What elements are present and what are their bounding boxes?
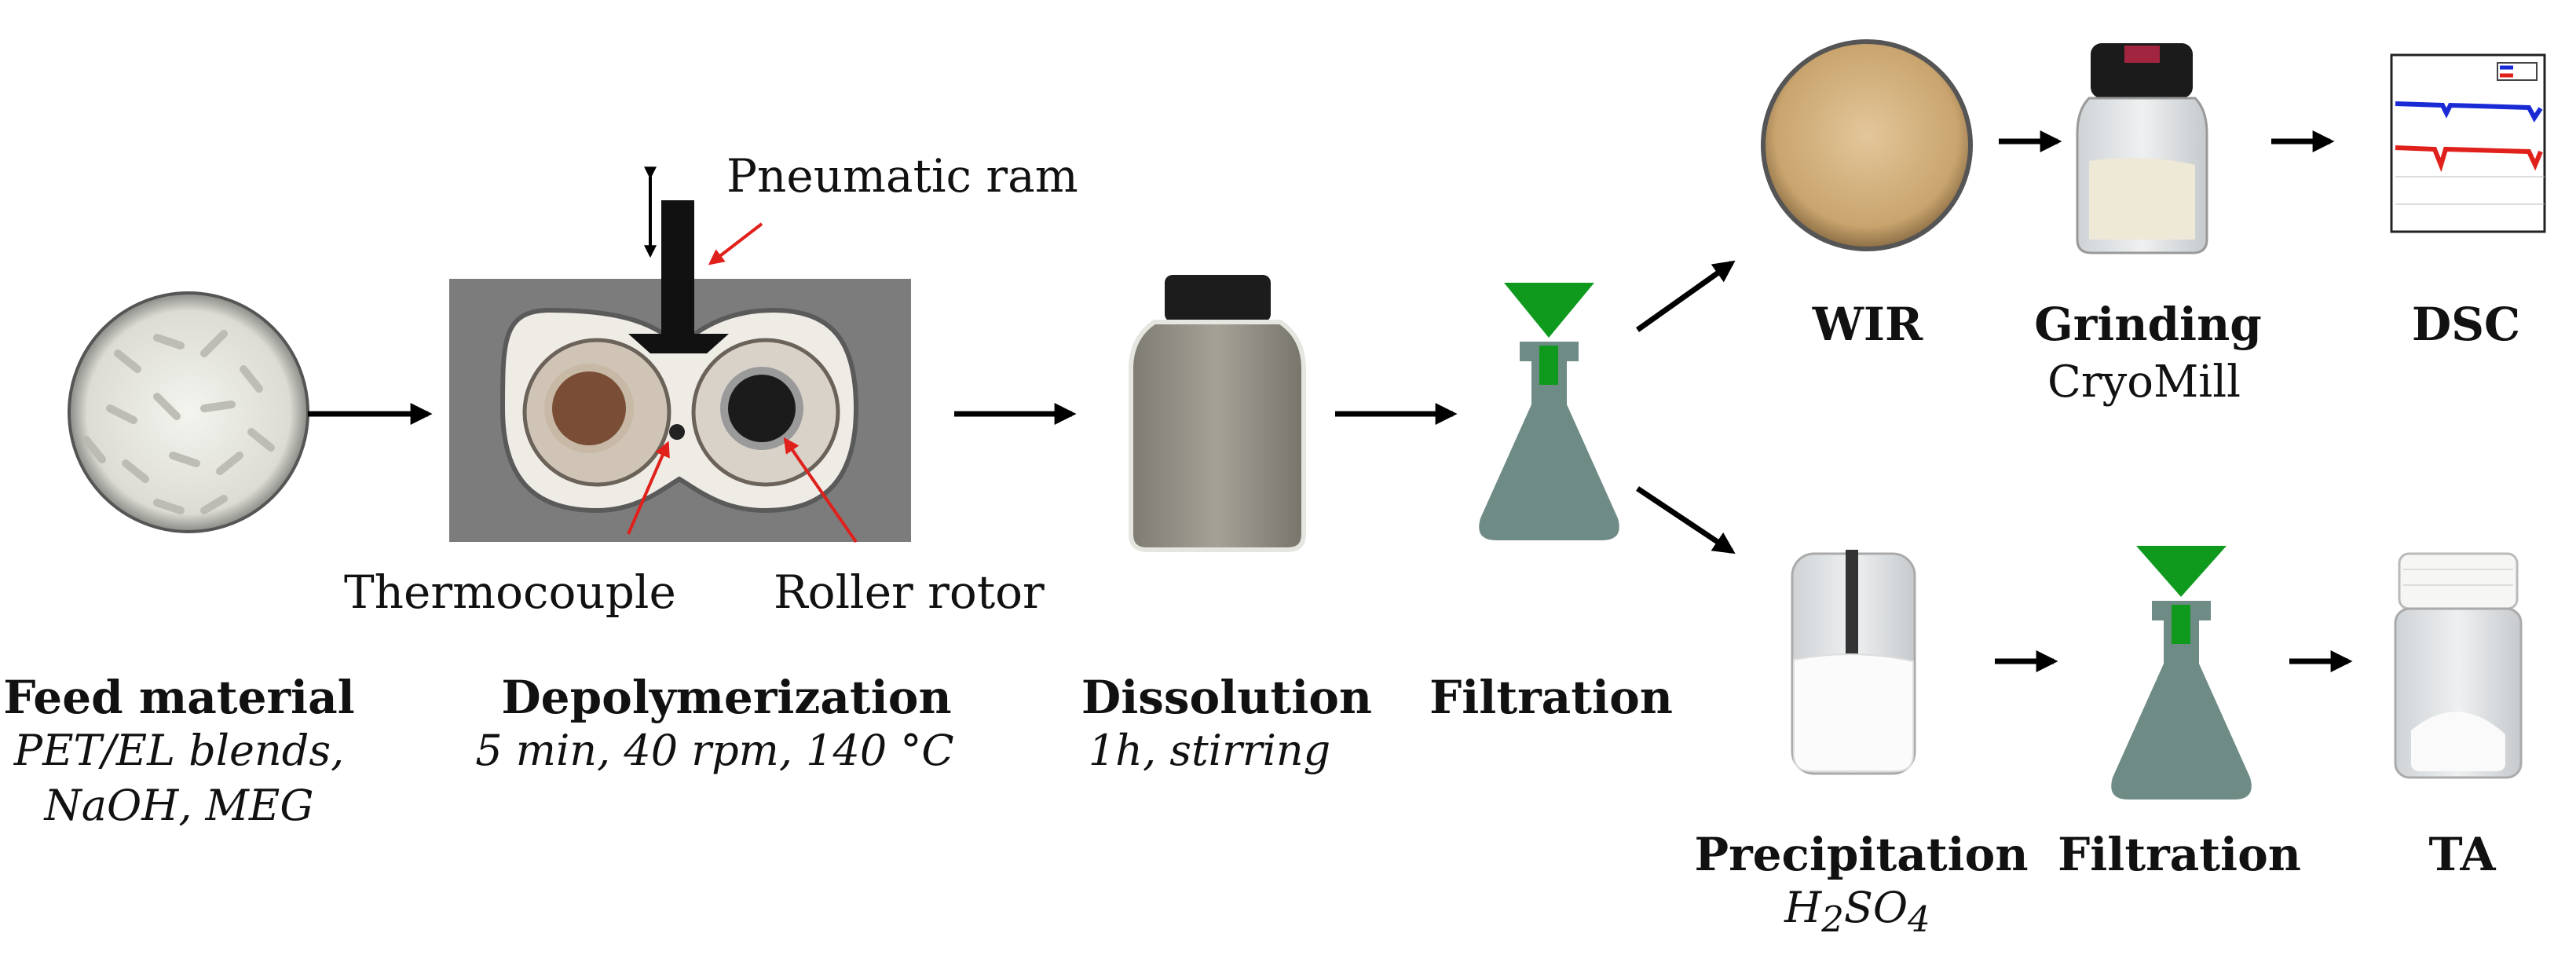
dissolution-conditions: 1h, stirring <box>1088 726 1331 775</box>
reagent-sub-2: 2 <box>1821 898 1844 940</box>
dissolution-title: Dissolution <box>1081 671 1373 724</box>
filtration-flask-2 <box>2111 546 2252 800</box>
feed-line1: PET/EL blends, <box>13 726 345 775</box>
dsc-thermogram-image <box>2390 53 2546 233</box>
filtration-flask-1 <box>1479 283 1619 540</box>
precipitation-title: Precipitation <box>1694 828 2029 881</box>
depoly-conditions: 5 min, 40 rpm, 140 °C <box>475 726 954 775</box>
precipitation-jar-image <box>1791 550 1916 775</box>
grinding-device: CryoMill <box>2047 357 2241 408</box>
callout-thermocouple: Thermocouple <box>344 565 676 619</box>
wir-powder-image <box>1761 39 1973 251</box>
dsc-title: DSC <box>2411 298 2521 351</box>
filtration2-title: Filtration <box>2058 828 2301 881</box>
ta-vial-image <box>2394 552 2523 779</box>
precipitation-reagent: H2SO4 <box>1784 883 1930 940</box>
feed-title: Feed material <box>3 671 355 724</box>
reagent-so: SO <box>1843 883 1908 932</box>
filtration1-title: Filtration <box>1429 671 1673 724</box>
mixer-chamber-image <box>449 166 911 543</box>
wir-title: WIR <box>1812 298 1923 351</box>
reagent-h: H <box>1784 883 1822 932</box>
callout-pneumatic-ram: Pneumatic ram <box>726 149 1078 203</box>
ta-title: TA <box>2428 828 2496 881</box>
feed-pellets-image <box>68 291 309 533</box>
reagent-sub-4: 4 <box>1908 898 1930 940</box>
feed-line2: NaOH, MEG <box>44 781 314 830</box>
arrow-to-wir <box>1635 260 1736 332</box>
callout-roller-rotor: Roller rotor <box>774 565 1045 619</box>
arrow-to-precipitation <box>1636 486 1736 554</box>
grinding-title: Grinding <box>2034 298 2262 351</box>
depoly-title: Depolymerization <box>501 671 952 724</box>
grinding-jar-image <box>2076 43 2208 254</box>
dissolution-jar-image <box>1129 275 1306 552</box>
